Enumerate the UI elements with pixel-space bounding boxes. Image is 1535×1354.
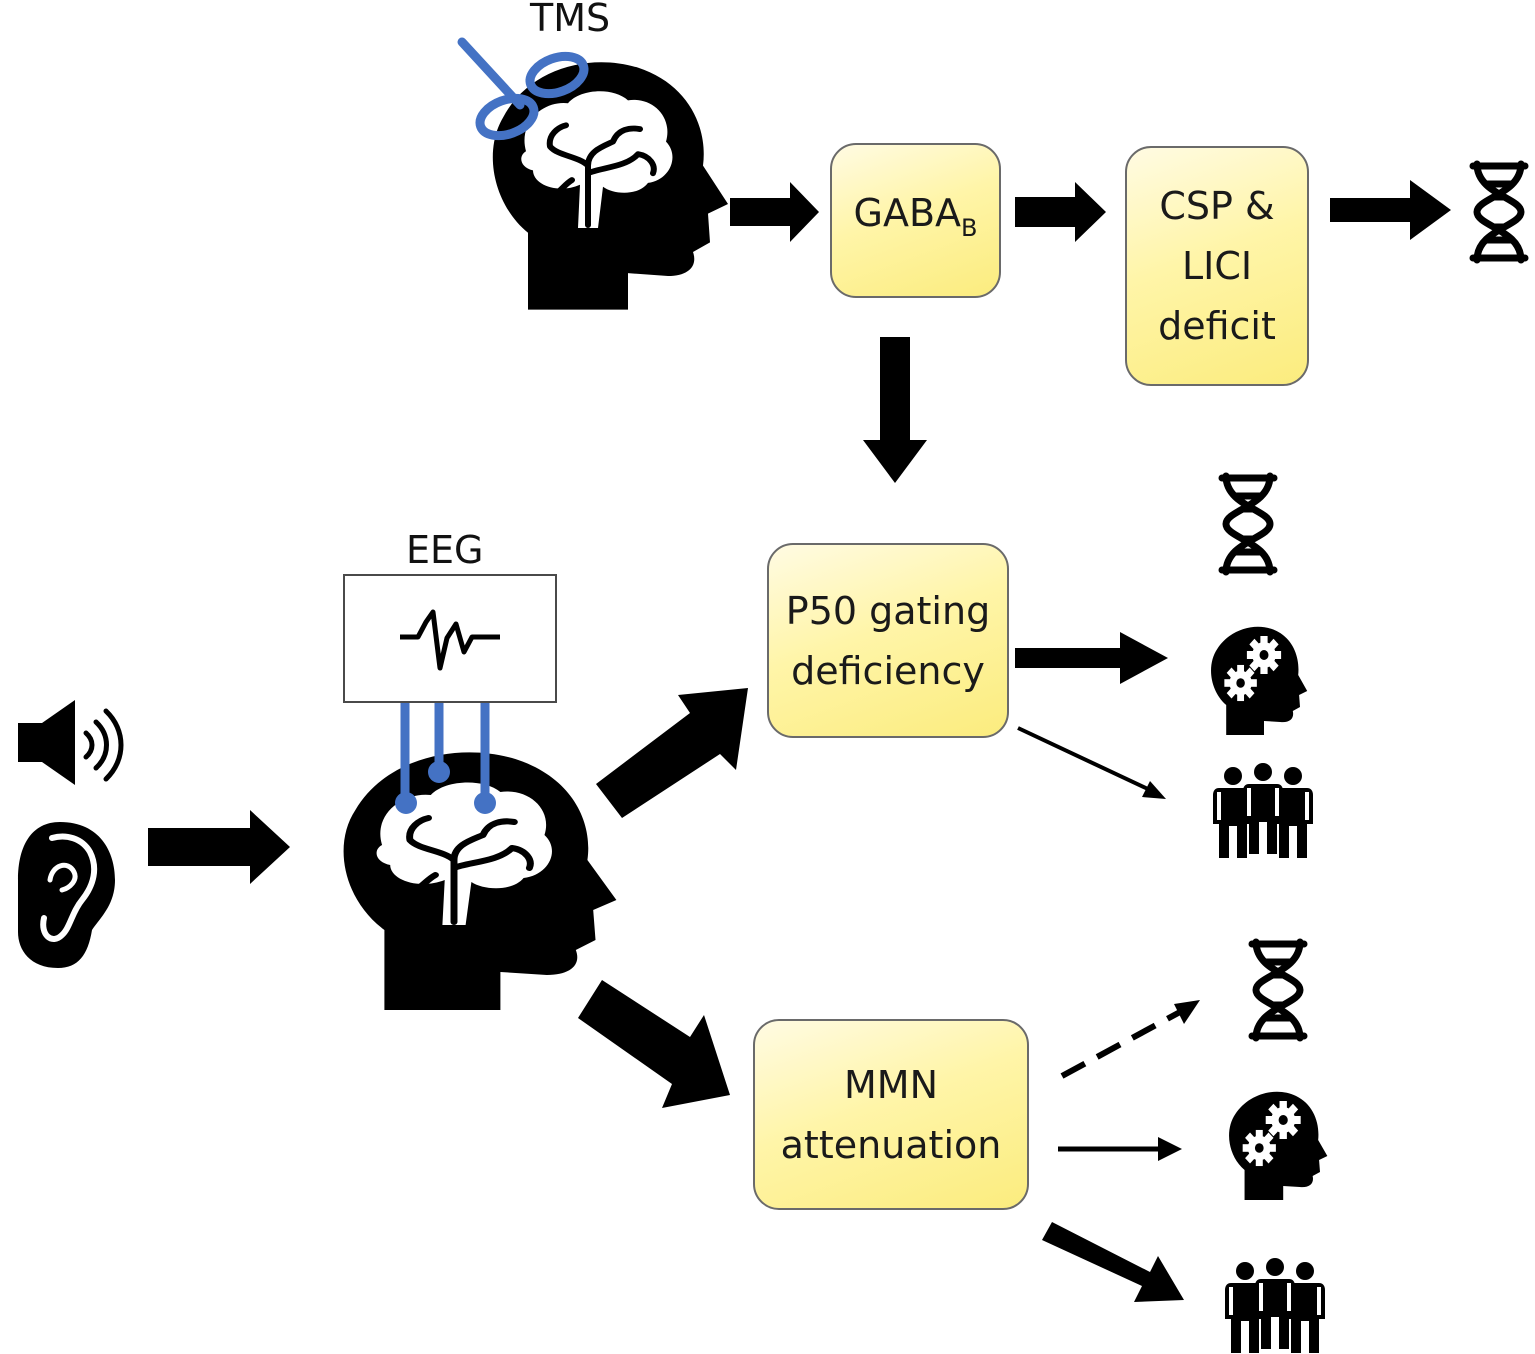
eeg-label: EEG [406,528,484,572]
csp-line-1: CSP & [1159,184,1275,228]
p50-line-1: P50 gating [785,588,991,633]
ear-icon [18,822,115,968]
arrow-csp-to-dna [1330,180,1451,240]
arrow-eeg-to-mmn [578,980,730,1108]
eeg-monitor-box [343,574,557,703]
csp-line-3: deficit [1158,304,1276,348]
arrow-eeg-to-p50 [596,688,748,818]
arrow-mmn-to-people [1042,1222,1184,1302]
dna-icon [1222,476,1274,572]
eeg-electrodes-icon [395,702,496,814]
mmn-line-1: MMN [844,1062,938,1107]
gaba-b-box: GABAB [830,143,1001,298]
speaker-icon [18,700,124,785]
mmn-attenuation-box: MMN attenuation [753,1019,1029,1210]
p50-gating-box: P50 gating deficiency [767,543,1009,738]
arrow-ear-to-eeg [148,810,290,884]
cognition-head-icon [1211,627,1307,735]
csp-lici-box: CSP & LICI deficit [1125,146,1309,386]
arrow-p50-to-cognition [1015,632,1168,684]
dna-icon [1252,942,1304,1038]
mmn-line-2: attenuation [780,1122,1002,1167]
eeg-head-icon [343,752,617,1010]
people-group-icon [1213,763,1313,858]
arrow-tms-to-gaba [730,182,819,242]
cognition-head-icon [1229,1092,1327,1200]
arrow-mmn-to-cognition [1058,1137,1182,1161]
arrow-mmn-to-dna-dashed [1060,1000,1200,1079]
gaba-b-subscript: B [961,214,978,242]
arrow-p50-to-people [1017,726,1166,799]
gaba-b-label: GABAB [853,191,978,242]
arrow-gaba-to-csp [1015,182,1106,242]
p50-line-2: deficiency [791,648,985,693]
csp-line-2: LICI [1181,244,1253,288]
arrow-gaba-to-p50 [863,337,927,483]
dna-icon [1473,164,1525,260]
tms-label: TMS [530,0,611,40]
eeg-waveform-icon [400,609,500,671]
tms-coil-icon [457,37,589,141]
people-group-icon [1225,1258,1325,1353]
